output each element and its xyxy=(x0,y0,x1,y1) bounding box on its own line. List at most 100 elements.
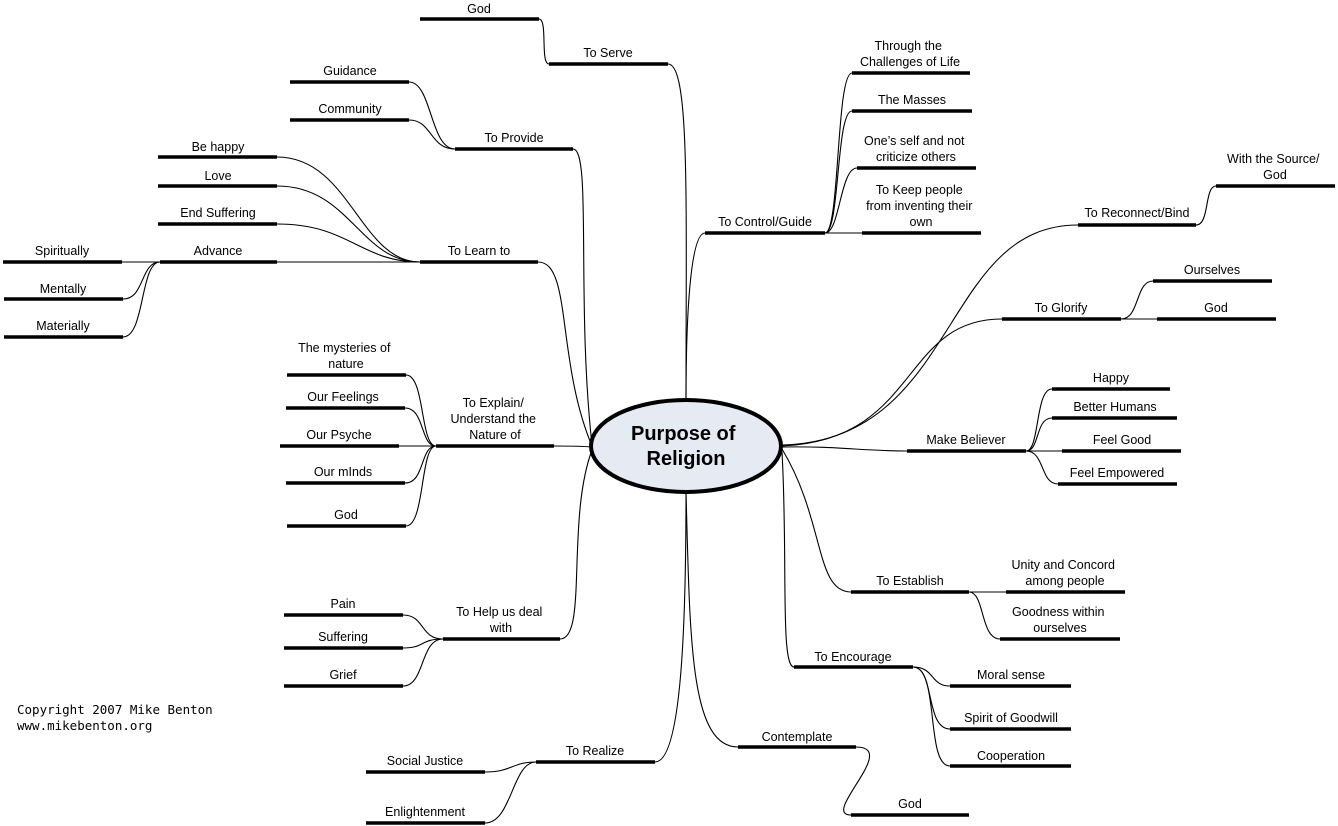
label-line: Pain xyxy=(330,597,355,611)
node-cooperation: Cooperation xyxy=(977,749,1045,763)
node-feel-empowered: Feel Empowered xyxy=(1070,466,1165,480)
node-better-humans: Better Humans xyxy=(1073,400,1156,414)
node-to-realize: To Realize xyxy=(566,744,624,758)
central-topic-shape xyxy=(589,398,783,494)
node-explain-god: God xyxy=(334,508,358,522)
node-pain: Pain xyxy=(330,597,355,611)
label-line: Better Humans xyxy=(1073,400,1156,414)
label-line: God xyxy=(1204,301,1228,315)
central-topic: Purpose of Religion xyxy=(589,398,783,494)
label-line: To Explain/ xyxy=(463,396,525,410)
label-line: Be happy xyxy=(192,140,246,154)
label-line: nature xyxy=(328,357,363,371)
node-to-establish: To Establish xyxy=(876,574,943,588)
label-line: ourselves xyxy=(1033,621,1087,635)
node-make-believer: Make Believer xyxy=(926,433,1005,447)
label-line: Nature of xyxy=(469,428,521,442)
node-spirit-of-goodwill: Spirit of Goodwill xyxy=(964,711,1058,725)
label-line: To Provide xyxy=(484,131,543,145)
node-mysteries-of-nature: The mysteries of nature xyxy=(298,341,394,371)
node-social-justice: Social Justice xyxy=(387,754,463,768)
label-line: Community xyxy=(318,102,382,116)
central-topic-title: Purpose of Religion xyxy=(631,423,741,470)
node-serve-god: God xyxy=(467,2,491,16)
label-line: Challenges of Life xyxy=(860,55,960,69)
label-line: Suffering xyxy=(318,630,368,644)
label-line: with xyxy=(489,621,512,635)
node-unity-and-concord: Unity and Concord among people xyxy=(1011,558,1118,588)
label-line: from inventing their xyxy=(866,199,972,213)
node-love: Love xyxy=(204,169,231,183)
node-our-feelings: Our Feelings xyxy=(307,390,379,404)
node-to-reconnect: To Reconnect/Bind xyxy=(1085,206,1190,220)
copyright-notice: Copyright 2007 Mike Benton www.mikebento… xyxy=(17,702,220,733)
connectors xyxy=(122,18,1217,824)
node-be-happy: Be happy xyxy=(192,140,246,154)
node-to-control: To Control/Guide xyxy=(718,215,812,229)
label-line: God xyxy=(467,2,491,16)
node-spiritually: Spiritually xyxy=(35,244,90,258)
node-bars xyxy=(3,17,1335,825)
label-line: criticize others xyxy=(876,150,956,164)
node-keep-people: To Keep people from inventing their own xyxy=(866,183,976,229)
label-line: Mentally xyxy=(40,282,87,296)
node-the-masses: The Masses xyxy=(878,93,946,107)
label-line: One’s self and not xyxy=(864,134,965,148)
node-to-provide: To Provide xyxy=(484,131,543,145)
node-to-explain: To Explain/ Understand the Nature of xyxy=(451,396,540,442)
node-happy: Happy xyxy=(1093,371,1130,385)
label-line: Our mInds xyxy=(314,465,372,479)
label-line: Happy xyxy=(1093,371,1130,385)
label-line: Enlightenment xyxy=(385,805,465,819)
label-line: To Help us deal xyxy=(456,605,542,619)
label-line: With the Source/ xyxy=(1227,152,1320,166)
label-line: Unity and Concord xyxy=(1011,558,1115,572)
label-line: Make Believer xyxy=(926,433,1005,447)
label-line: Moral sense xyxy=(977,668,1045,682)
copyright-line: www.mikebenton.org xyxy=(17,718,152,733)
node-materially: Materially xyxy=(36,319,90,333)
node-contemplate: Contemplate xyxy=(762,730,833,744)
node-contemplate-god: God xyxy=(898,797,922,811)
node-suffering: Suffering xyxy=(318,630,368,644)
label-line: Ourselves xyxy=(1184,263,1240,277)
node-to-serve: To Serve xyxy=(583,46,632,60)
label-line: Advance xyxy=(194,244,243,258)
label-line: God xyxy=(334,508,358,522)
node-with-the-source: With the Source/ God xyxy=(1227,152,1323,182)
node-grief: Grief xyxy=(329,668,357,682)
copyright-line: Copyright 2007 Mike Benton xyxy=(17,702,213,717)
label-line: Through the xyxy=(875,39,942,53)
label-line: The mysteries of xyxy=(298,341,391,355)
node-moral-sense: Moral sense xyxy=(977,668,1045,682)
node-to-encourage: To Encourage xyxy=(814,650,891,664)
label-line: among people xyxy=(1025,574,1104,588)
label-line: Materially xyxy=(36,319,90,333)
label-line: To Glorify xyxy=(1035,301,1089,315)
label-line: Our Feelings xyxy=(307,390,379,404)
label-line: To Keep people xyxy=(876,183,963,197)
central-topic-line: Purpose of xyxy=(631,423,736,445)
label-line: To Control/Guide xyxy=(718,215,812,229)
node-mentally: Mentally xyxy=(40,282,87,296)
label-line: Spiritually xyxy=(35,244,90,258)
node-labels: To Serve God To Provide Guidance Communi… xyxy=(35,2,1323,819)
node-guidance: Guidance xyxy=(323,64,377,78)
node-our-minds: Our mInds xyxy=(314,465,372,479)
label-line: To Learn to xyxy=(448,244,511,258)
label-line: To Establish xyxy=(876,574,943,588)
node-ones-self: One’s self and not criticize others xyxy=(864,134,968,164)
node-glorify-god: God xyxy=(1204,301,1228,315)
node-challenges-of-life: Through the Challenges of Life xyxy=(860,39,960,69)
label-line: own xyxy=(910,215,933,229)
label-line: To Realize xyxy=(566,744,624,758)
label-line: Cooperation xyxy=(977,749,1045,763)
label-line: God xyxy=(898,797,922,811)
label-line: Social Justice xyxy=(387,754,463,768)
label-line: Our Psyche xyxy=(306,428,371,442)
label-line: Feel Empowered xyxy=(1070,466,1165,480)
label-line: To Encourage xyxy=(814,650,891,664)
node-our-psyche: Our Psyche xyxy=(306,428,371,442)
node-ourselves: Ourselves xyxy=(1184,263,1240,277)
